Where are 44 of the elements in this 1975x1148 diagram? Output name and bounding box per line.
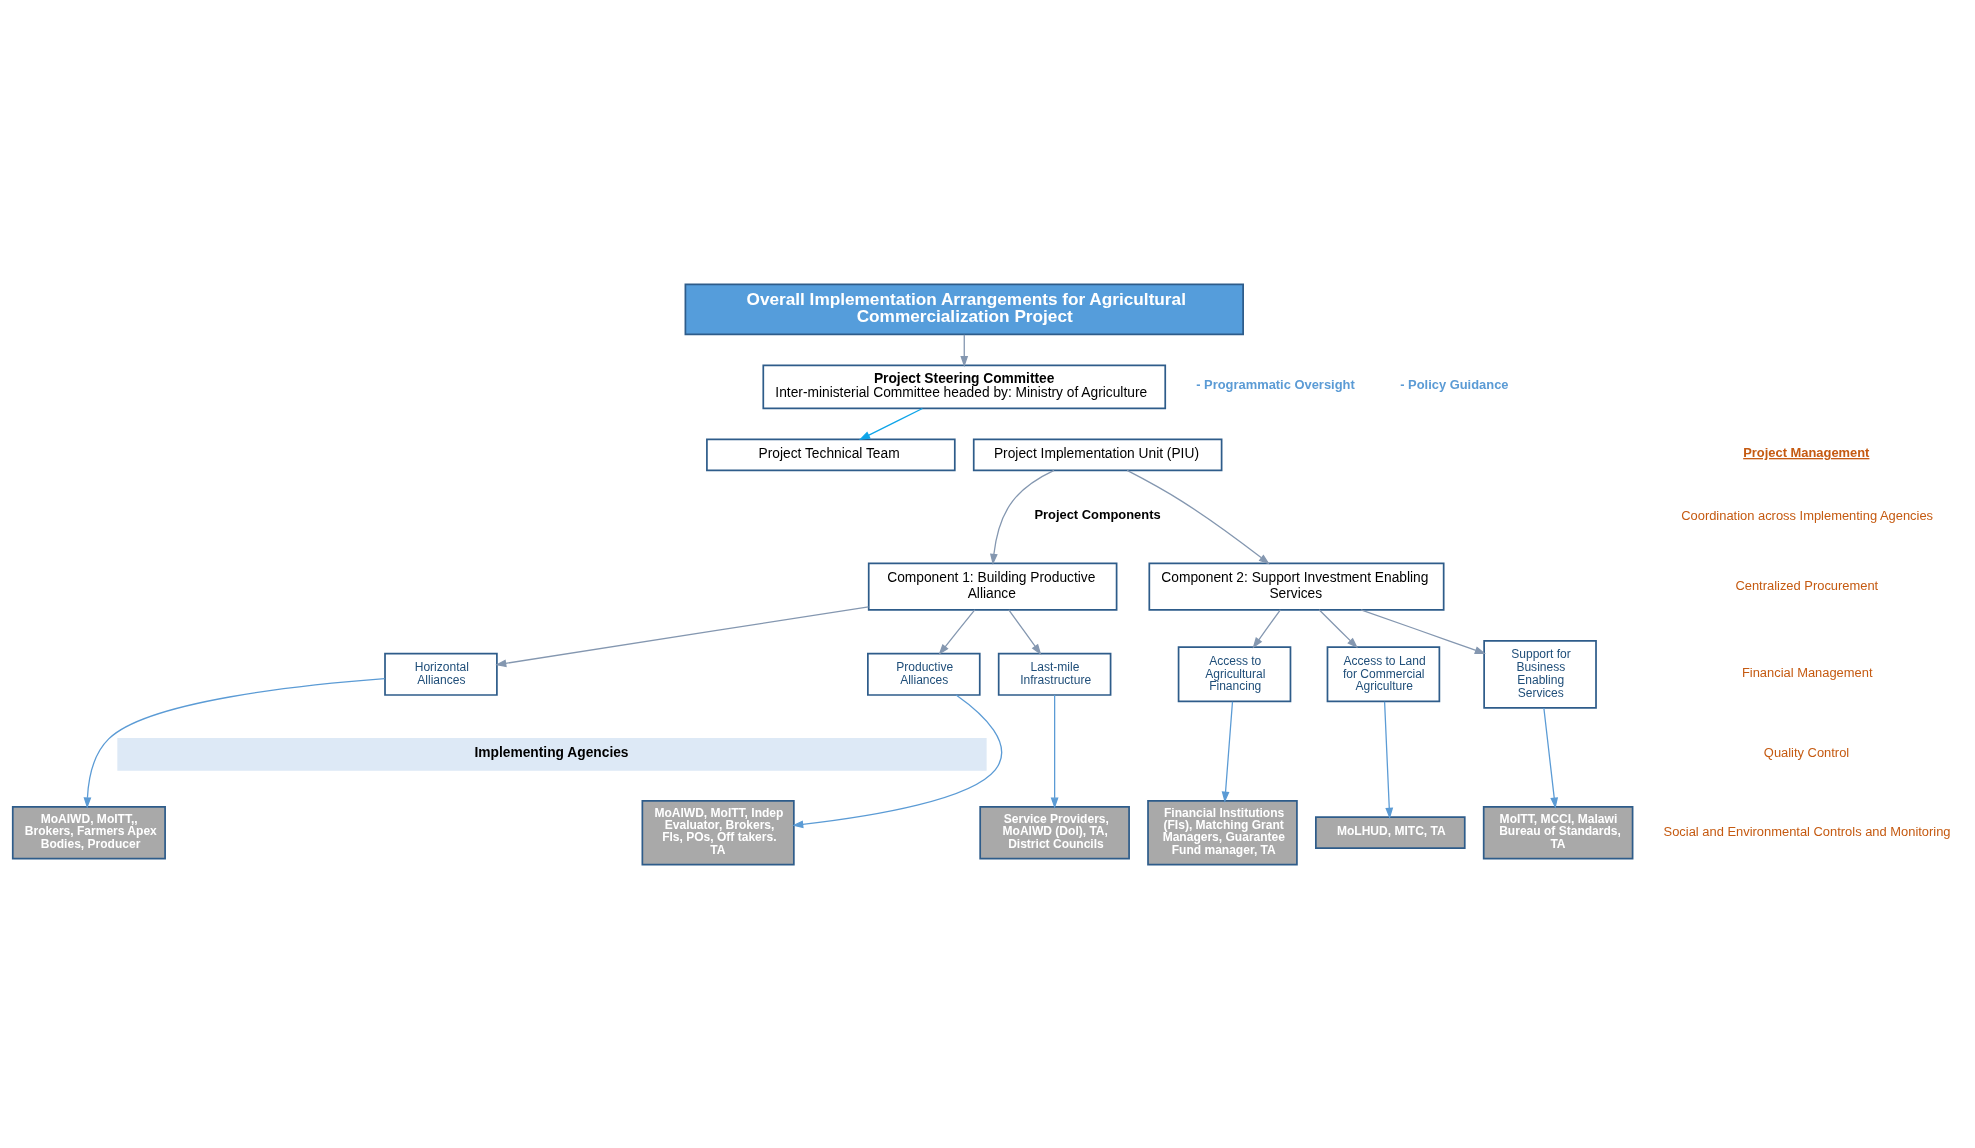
node-box: Project Implementation Unit (PIU) [972,438,1223,471]
node-box: Last-mile Infrastructure [997,652,1112,696]
arrow [1383,700,1394,819]
node-box: Component 2: Support Investment Enabling Services [1148,561,1445,611]
label: - Programmatic Oversight [1196,376,1355,392]
label: Centralized Procurement [1735,577,1879,593]
node-box: Financial Institutions (FIs), Matching Grant Managers, Guarantee Fund manager, TA [1147,799,1298,865]
node-box: Access to Land for Commercial Agriculture [1326,645,1441,702]
node-box: MoLHUD, MITC, TA [1315,815,1466,849]
arrow [1050,693,1059,809]
node-box: Project Technical Team [706,438,956,471]
label: Project Management [1743,444,1870,460]
node-box: Support for Business Enabling Services [1483,639,1597,709]
node-box: Overall Implementation Arrangements for Agricultural Commercialization Project [684,283,1244,335]
arrow [1252,608,1281,648]
label: - Policy Guidance [1400,376,1509,392]
label: Project Components [1034,506,1161,522]
node-box: MoAIWD, MoITT, Indep Evaluator, Brokers, FIs, POs, Off takers. TA [641,799,795,865]
label: Social and Environmental Controls and Monitoring [1663,823,1951,839]
arrow [1360,608,1486,654]
arrow [792,693,1003,828]
node-box: Component 1: Building Productive Alliance [867,561,1118,611]
label: Coordination across Implementing Agencies [1681,507,1934,523]
arrow [960,333,969,367]
label: Quality Control [1763,744,1850,760]
arrow [1543,706,1559,809]
arrow [938,608,976,655]
node-box: Access to Agricultural Financing [1177,645,1292,702]
node-box: Implementing Agencies [117,737,987,771]
arrow [83,677,386,808]
node-box: Productive Alliances [867,652,981,696]
node-box: Horizontal Alliances [384,652,498,696]
node-box: MoITT, MCCI, Malawi Bureau of Standards, TA [1482,805,1634,859]
arrow [1221,700,1234,803]
arrow [495,605,870,667]
label: Financial Management [1741,664,1873,680]
arrow [1008,608,1042,655]
arrow [858,407,924,440]
node-box: Service Providers, MoAIWD (DoI), TA, District Councils [979,805,1130,859]
node-box: Project Steering Committee Inter-ministerial Committee headed by: Ministry of Agriculture [762,364,1167,409]
arrow [1318,608,1358,648]
arrow [1126,469,1270,564]
arrow [989,469,1055,565]
node-box: MoAIWD, MoITT,, Brokers, Farmers Apex Bodies, Producer [11,805,166,859]
